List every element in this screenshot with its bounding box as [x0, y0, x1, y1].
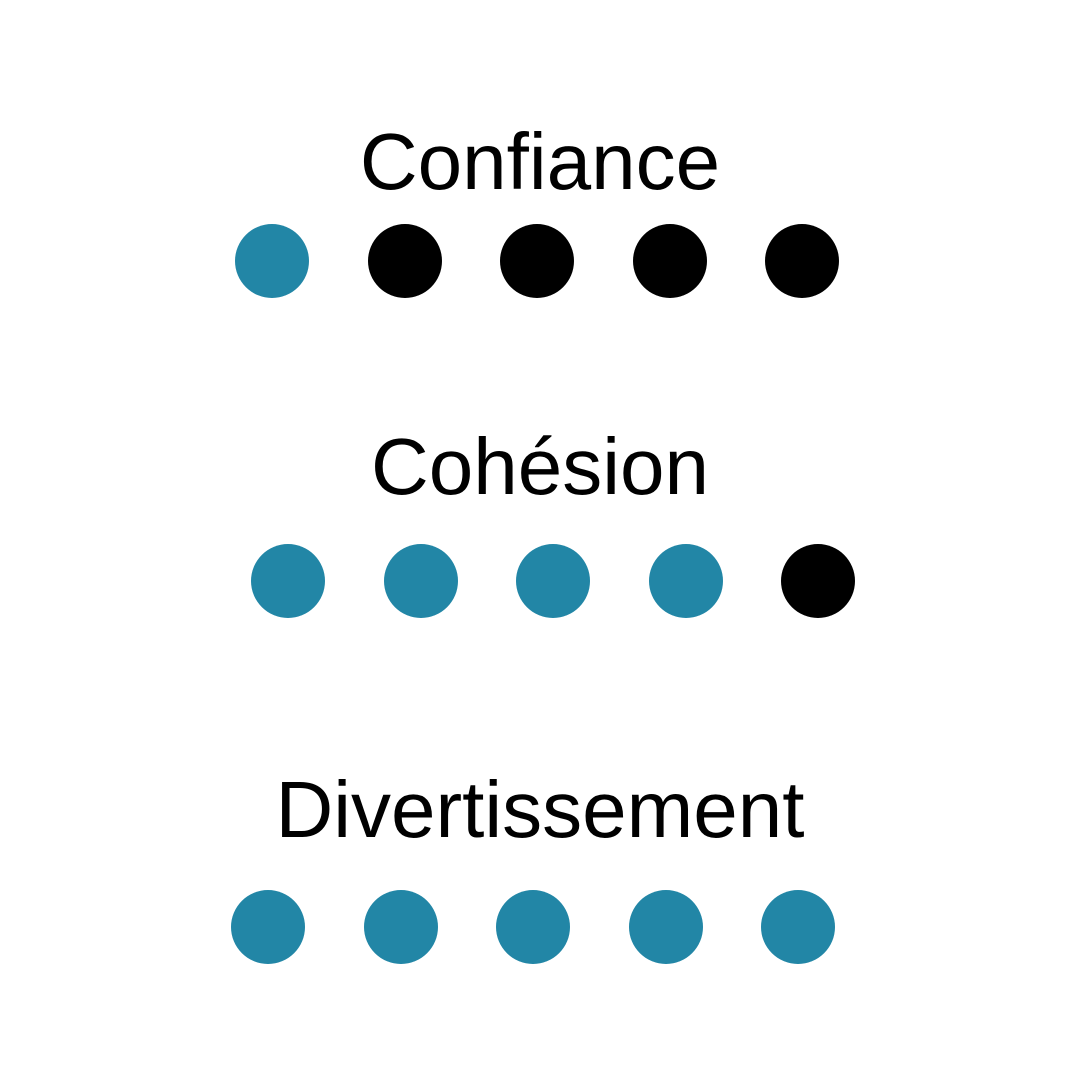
- rating-dot-filled: [235, 224, 309, 298]
- dot-row: [0, 890, 1080, 966]
- rating-dot-filled: [384, 544, 458, 618]
- rating-dot-empty: [765, 224, 839, 298]
- rating-dot-filled: [496, 890, 570, 964]
- rating-dot-filled: [629, 890, 703, 964]
- rating-dot-filled: [761, 890, 835, 964]
- rating-dot-filled: [231, 890, 305, 964]
- rating-dot-filled: [649, 544, 723, 618]
- rating-label: Divertissement: [275, 765, 805, 854]
- rating-dot-empty: [633, 224, 707, 298]
- rating-dot-empty: [500, 224, 574, 298]
- rating-label: Confiance: [359, 117, 721, 206]
- dot-row: [0, 224, 1080, 300]
- rating-dot-filled: [251, 544, 325, 618]
- rating-dot-empty: [368, 224, 442, 298]
- rating-dot-filled: [364, 890, 438, 964]
- dot-row: [0, 544, 1080, 620]
- rating-label: Cohésion: [370, 422, 709, 511]
- rating-dot-filled: [516, 544, 590, 618]
- rating-dot-empty: [781, 544, 855, 618]
